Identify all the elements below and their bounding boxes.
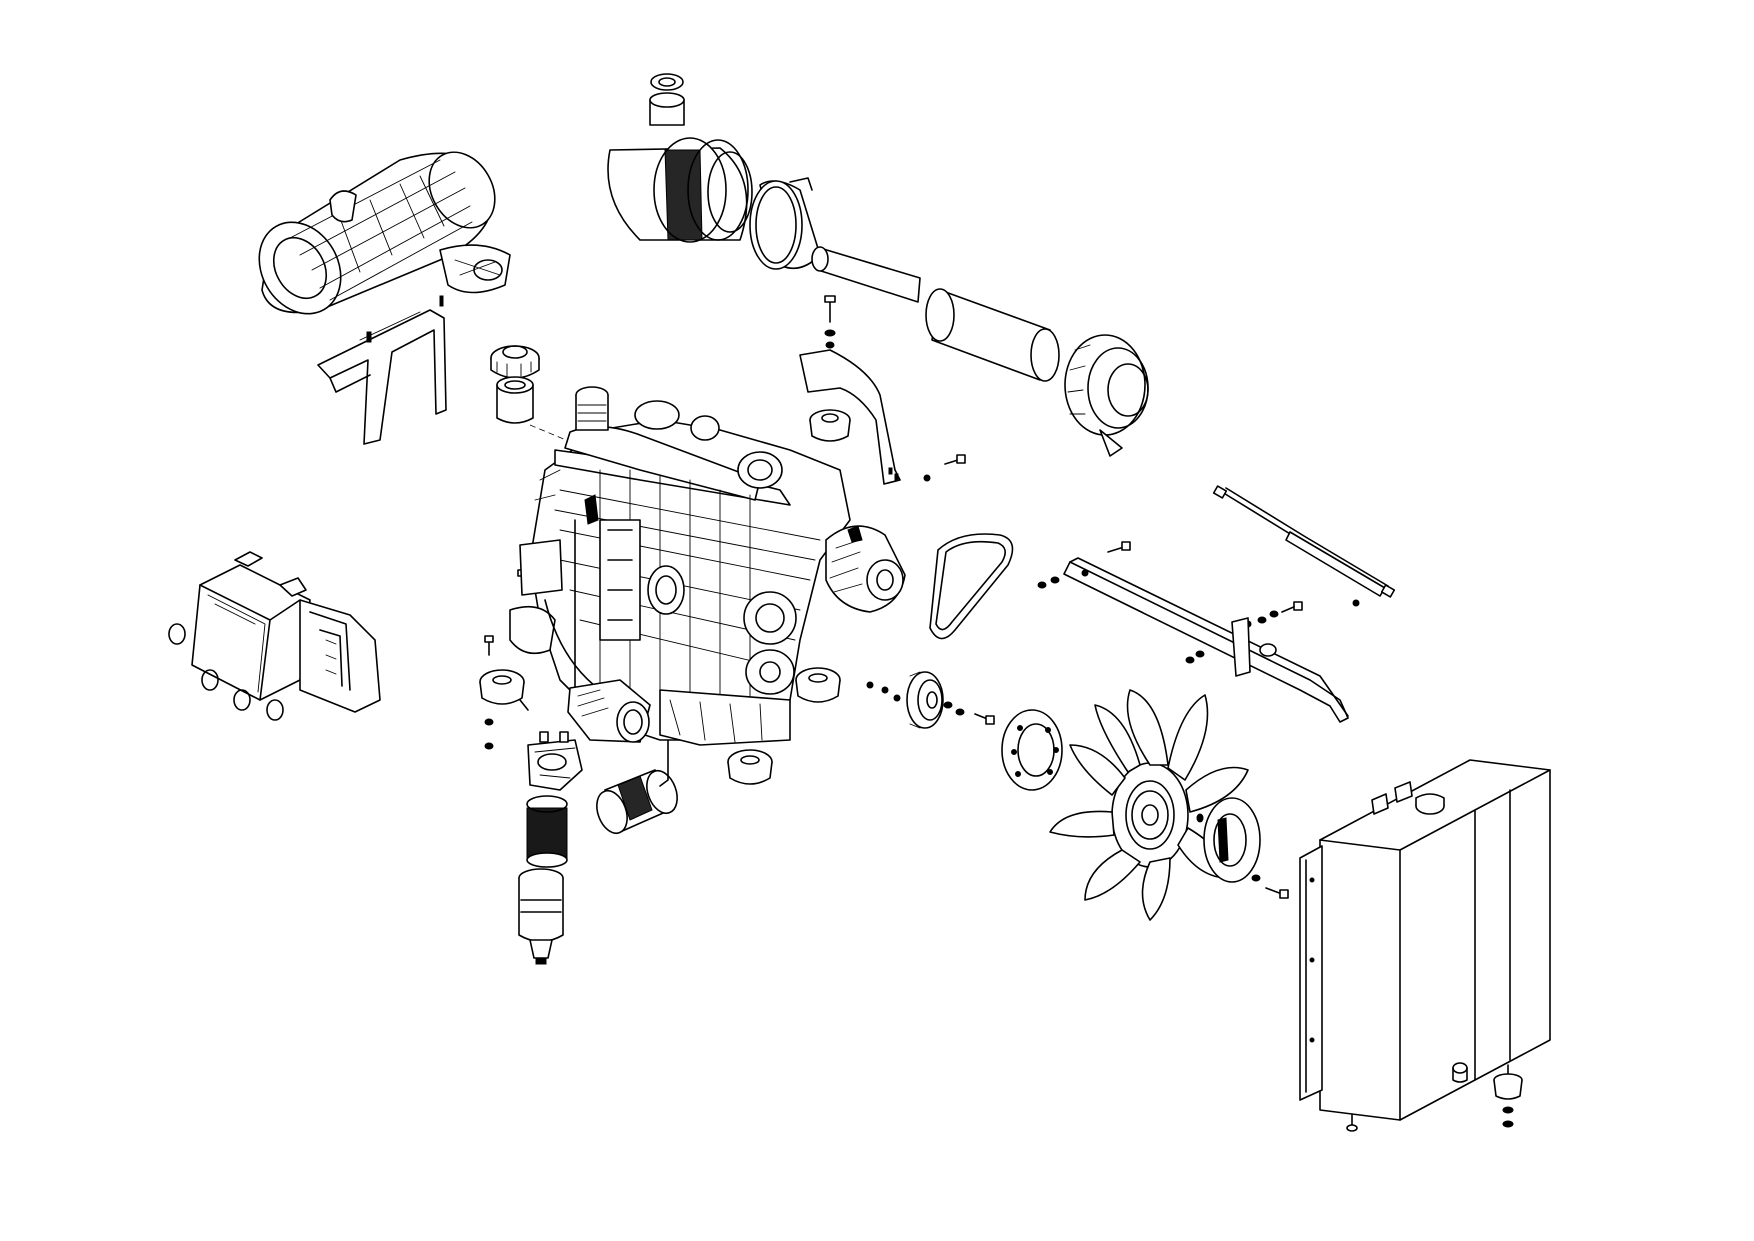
starter-motor xyxy=(567,679,651,743)
alternator xyxy=(825,525,906,613)
air-intake-tube xyxy=(811,246,1060,382)
drive-belt xyxy=(929,533,1014,640)
aftertreatment-bracket xyxy=(317,295,447,445)
engine-block xyxy=(509,386,851,746)
alternator-bracket xyxy=(799,349,901,485)
fan-spacer xyxy=(1001,709,1063,791)
fasteners xyxy=(484,295,1514,1128)
oil-filler-cap xyxy=(490,345,540,379)
support-bar xyxy=(1063,557,1349,723)
oil-filter-adapter xyxy=(496,376,591,451)
radiator-mount xyxy=(1493,1064,1523,1100)
air-cleaner-element xyxy=(749,177,821,270)
fuel-water-separator-bowl xyxy=(518,868,564,965)
exhaust-aftertreatment-unit xyxy=(258,151,511,315)
electronic-control-unit xyxy=(168,551,381,721)
fuel-filter-head xyxy=(527,731,583,791)
oil-filter-cartridge xyxy=(596,739,678,835)
air-cleaner-cover xyxy=(1064,334,1149,457)
radiator xyxy=(1299,759,1551,1132)
fan-hub-plate xyxy=(1196,797,1261,883)
fuel-filter-element xyxy=(526,795,568,868)
cooling-fan xyxy=(1049,689,1249,921)
crankshaft-pulley xyxy=(906,671,944,729)
engine-mount xyxy=(479,409,851,785)
gas-spring-strut xyxy=(1212,485,1396,607)
air-cleaner-assembly xyxy=(607,73,753,243)
